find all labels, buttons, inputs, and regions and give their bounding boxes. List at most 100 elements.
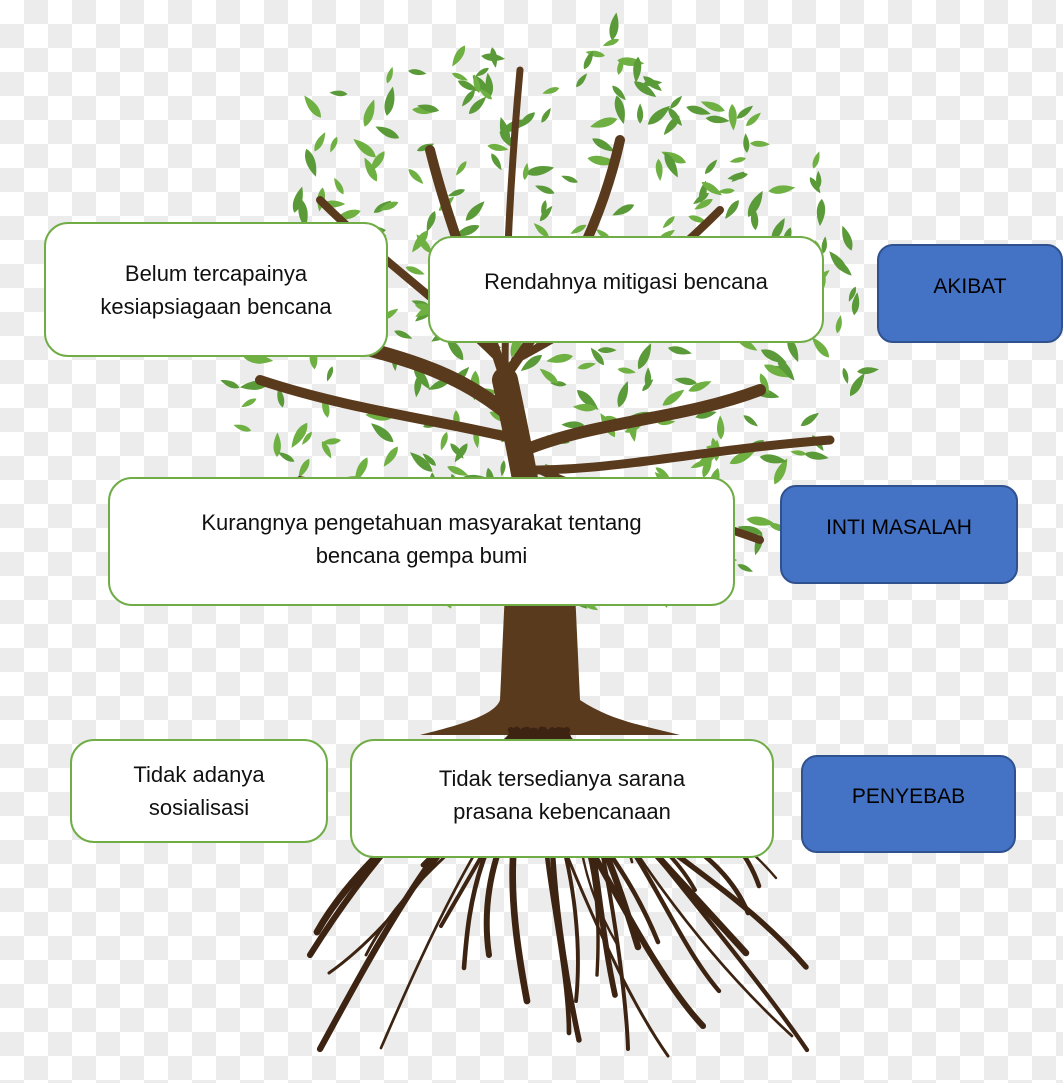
leaf	[614, 95, 625, 125]
leaf	[447, 466, 469, 476]
leaf	[764, 364, 789, 378]
leaf	[702, 454, 712, 478]
cause-box-socialization: Tidak adanya sosialisasi	[70, 739, 328, 843]
leaf	[405, 266, 425, 275]
leaf	[394, 330, 413, 339]
leaf	[717, 188, 735, 194]
leaf	[768, 185, 796, 194]
leaf	[329, 90, 348, 97]
leaf	[736, 105, 754, 119]
leaf	[457, 80, 478, 91]
leaf	[384, 86, 395, 116]
cause-box-socialization-line1: Tidak adanya	[133, 762, 265, 787]
leaf	[743, 415, 758, 427]
leaf	[542, 87, 560, 94]
leaf	[298, 199, 308, 229]
leaf	[233, 424, 252, 432]
leaf	[760, 349, 787, 364]
leaf	[576, 73, 587, 88]
leaf	[426, 211, 436, 232]
leaf	[451, 72, 468, 81]
leaf	[468, 96, 487, 114]
leaf	[386, 66, 393, 84]
leaf	[851, 292, 860, 316]
leaf	[363, 99, 375, 127]
leaf	[602, 38, 620, 46]
leaf	[609, 12, 619, 41]
leaf	[413, 366, 430, 390]
label-akibat: AKIBAT	[877, 244, 1063, 343]
leaf	[440, 431, 448, 451]
leaf	[809, 177, 821, 194]
leaf	[668, 107, 682, 127]
leaf	[737, 564, 753, 572]
tree-trunk	[420, 590, 680, 735]
core-problem-box: Kurangnya pengetahuan masyarakat tentang…	[108, 477, 735, 606]
leaf	[298, 458, 310, 478]
effect-box-mitigation: Rendahnya mitigasi bencana	[428, 236, 824, 343]
leaf	[729, 157, 746, 163]
leaf	[539, 205, 553, 222]
leaf	[479, 88, 493, 100]
leaf	[334, 177, 344, 195]
leaf	[583, 50, 594, 70]
label-penyebab: PENYEBAB	[801, 755, 1016, 853]
leaf	[597, 347, 617, 354]
leaf	[454, 225, 480, 237]
leaf	[487, 143, 509, 151]
cause-box-facilities-line1: Tidak tersedianya sarana	[438, 765, 686, 791]
leaf	[475, 67, 489, 77]
effect-box-preparedness-line2: kesiapsiagaan bencana	[100, 293, 332, 319]
effect-box-mitigation-line1: Rendahnya mitigasi bencana	[484, 269, 768, 294]
leaf	[291, 422, 308, 448]
leaf	[634, 81, 657, 98]
leaf	[525, 166, 555, 176]
leaf	[771, 218, 785, 242]
leaf	[452, 45, 466, 67]
leaf	[637, 103, 644, 124]
label-inti-masalah-text: INTI MASALAH	[826, 515, 972, 539]
leaf	[533, 223, 549, 238]
leaf	[812, 151, 820, 169]
leaf	[412, 107, 435, 115]
leaf	[746, 112, 761, 126]
leaf	[485, 72, 494, 97]
leaf	[834, 259, 852, 276]
leaf	[750, 206, 759, 231]
leaf	[655, 158, 663, 181]
effect-box-preparedness-line1: Belum tercapainya	[124, 260, 308, 286]
leaf	[668, 346, 692, 355]
label-inti-masalah: INTI MASALAH	[780, 485, 1018, 584]
leaf	[375, 126, 400, 139]
leaf	[535, 185, 555, 194]
leaf	[277, 387, 285, 408]
leaf	[577, 362, 596, 370]
leaf	[572, 403, 597, 412]
leaf	[746, 516, 775, 526]
leaf	[612, 85, 626, 101]
leaf	[743, 133, 750, 153]
leaf	[522, 162, 529, 180]
leaf	[321, 441, 332, 459]
leaf	[749, 140, 770, 147]
leaf	[408, 69, 427, 76]
leaf	[662, 389, 685, 406]
leaf	[304, 95, 321, 118]
leaf	[422, 453, 436, 466]
leaf	[705, 115, 730, 124]
leaf	[473, 74, 481, 93]
leaf	[465, 201, 485, 221]
leaf	[383, 446, 398, 467]
leaf	[461, 90, 475, 107]
leaf	[481, 53, 506, 62]
leaf	[408, 169, 424, 184]
leaf	[800, 412, 819, 427]
leaf	[561, 421, 585, 429]
leaf	[716, 415, 725, 440]
leaf	[705, 159, 718, 174]
leaf	[690, 460, 706, 469]
leaf	[417, 104, 439, 113]
leaf	[701, 182, 723, 196]
leaf	[647, 105, 671, 125]
leaf	[617, 367, 636, 374]
